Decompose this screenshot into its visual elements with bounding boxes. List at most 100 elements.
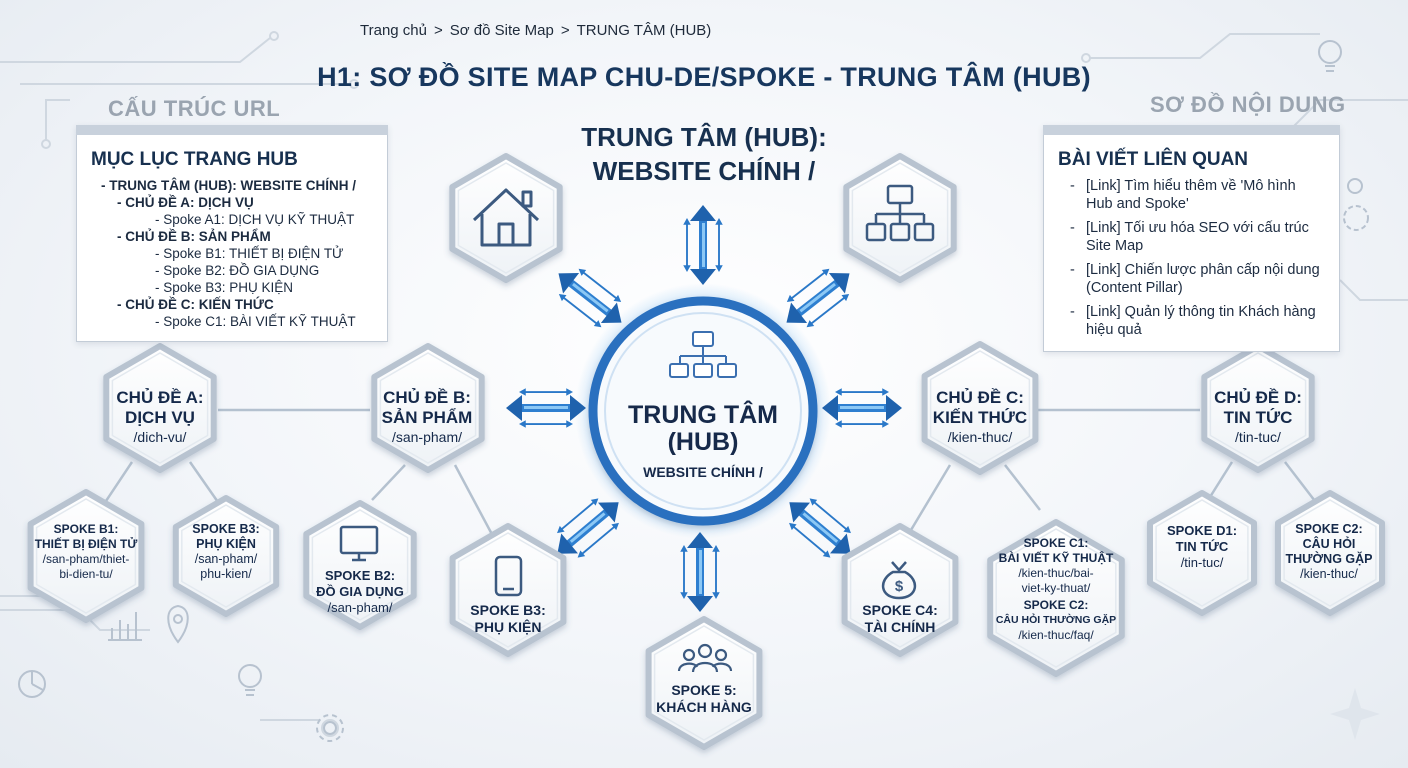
spoke-c1-c2-hex-inner-border	[995, 528, 1117, 668]
spoke-b2-label[interactable]: SPOKE B2: ĐỒ GIA DỤNG /san-pham/	[300, 568, 420, 616]
home-node-hex[interactable]	[449, 153, 563, 283]
spoke-5-name: KHÁCH HÀNG	[656, 699, 752, 715]
topic-d-title: CHỦ ĐỀ D:	[1214, 388, 1302, 407]
toc-item-topic-c[interactable]: - CHỦ ĐỀ C: KIẾN THỨC	[117, 297, 274, 312]
breadcrumb-sitemap[interactable]: Sơ đồ Site Map	[449, 22, 554, 39]
connector-lines	[98, 408, 1319, 541]
hub-label[interactable]: TRUNG TÂM (HUB) WEBSITE CHÍNH /	[598, 402, 808, 481]
spoke-b1-hex[interactable]	[27, 489, 145, 623]
hub-heading-line2: WEBSITE CHÍNH /	[592, 156, 816, 186]
topic-c-hex[interactable]	[921, 341, 1039, 475]
chart-icon	[108, 612, 142, 641]
toc-title: MỤC LỤC TRANG HUB	[91, 149, 298, 170]
house-icon	[472, 188, 540, 247]
spoke-b2-title: SPOKE B2:	[324, 568, 396, 583]
topic-c-hex-inner-border	[929, 350, 1031, 466]
spoke-c2-right-hex-inner-border	[1283, 499, 1377, 607]
content-map-title: SƠ ĐỒ NỘI DUNG	[1150, 92, 1346, 117]
spoke-5-label[interactable]: SPOKE 5: KHÁCH HÀNG	[642, 682, 766, 716]
spoke-c2-right-label[interactable]: SPOKE C2: CÂU HỎI THƯỜNG GẶP /kien-thuc/	[1272, 522, 1386, 582]
toc-item-spoke-a1[interactable]: - Spoke A1: DỊCH VỤ KỸ THUẬT	[155, 212, 355, 227]
related-link[interactable]: [Link] Tìm hiểu thêm về 'Mô hình Hub and…	[1070, 177, 1325, 213]
related-link[interactable]: [Link] Quản lý thông tin Khách hàng hiệu…	[1070, 303, 1325, 339]
spoke-b3-title: SPOKE B3:	[470, 602, 546, 618]
topic-c-label[interactable]: CHỦ ĐỀ C: KIẾN THỨC /kien-thuc/	[917, 388, 1043, 446]
topic-b-title: CHỦ ĐỀ B:	[383, 388, 471, 407]
spoke-b3-left-title: SPOKE B3:	[192, 522, 260, 536]
spoke-c1-url2: viet-ky-thuat/	[1021, 581, 1091, 595]
related-panel: BÀI VIẾT LIÊN QUAN [Link] Tìm hiểu thêm …	[1043, 125, 1340, 352]
spoke-c1-c2-label[interactable]: SPOKE C1: BÀI VIẾT KỸ THUẬT /kien-thuc/b…	[986, 536, 1126, 643]
spoke-d1-name: TIN TỨC	[1175, 539, 1229, 554]
spoke-c1-title: SPOKE C1:	[1023, 536, 1089, 550]
money-bag-icon: $	[882, 561, 916, 600]
breadcrumb: Trang chủ>Sơ đồ Site Map>TRUNG TÂM (HUB)	[360, 22, 711, 39]
spoke-5-hex[interactable]	[645, 616, 763, 750]
spoke-b1-hex-inner-border	[35, 498, 137, 614]
sitemap-icon	[865, 184, 935, 242]
spoke-b3-left-url2: phu-kien/	[200, 567, 252, 581]
spoke-c2-url: /kien-thuc/faq/	[1018, 628, 1094, 642]
topic-d-hex-inner-border	[1209, 352, 1307, 464]
spoke-c1-url1: /kien-thuc/bai-	[1018, 566, 1094, 580]
topic-a-name: DỊCH VỤ	[125, 408, 195, 427]
spoke-5-title: SPOKE 5:	[671, 682, 737, 698]
spoke-b1-url1: /san-pham/thiet-	[42, 552, 130, 566]
spoke-b3-left-hex[interactable]	[172, 495, 280, 617]
gear-icon	[1343, 205, 1369, 231]
toc-item-spoke-c1[interactable]: - Spoke C1: BÀI VIẾT KỸ THUẬT	[155, 314, 356, 329]
spoke-c2-right-title: SPOKE C2:	[1295, 522, 1363, 536]
spoke-c2-right-url: /kien-thuc/	[1300, 567, 1358, 581]
spoke-b3-hex-inner-border	[457, 532, 559, 648]
spoke-c2-right-name1: CÂU HỎI	[1302, 537, 1356, 551]
topic-d-name: TIN TỨC	[1223, 408, 1293, 427]
spoke-b3-label[interactable]: SPOKE B3: PHỤ KIỆN	[448, 602, 568, 636]
toc-item-hub[interactable]: - TRUNG TÂM (HUB): WEBSITE CHÍNH /	[101, 178, 356, 193]
svg-text:$: $	[895, 578, 904, 595]
breadcrumb-home[interactable]: Trang chủ	[360, 22, 427, 39]
spoke-c4-hex-inner-border	[849, 532, 951, 648]
spoke-b2-hex-inner-border	[311, 509, 409, 621]
topic-a-hex-inner-border	[111, 352, 209, 464]
spoke-b2-hex[interactable]	[303, 500, 417, 630]
spoke-c4-title: SPOKE C4:	[862, 602, 938, 618]
topic-a-label[interactable]: CHỦ ĐỀ A: DỊCH VỤ /dich-vu/	[100, 388, 220, 446]
toc-item-topic-a[interactable]: - CHỦ ĐỀ A: DỊCH VỤ	[117, 195, 254, 210]
page-title: H1: SƠ ĐỒ SITE MAP CHU-DE/SPOKE - TRUNG …	[317, 62, 1091, 92]
spoke-b3-left-label[interactable]: SPOKE B3: PHỤ KIỆN /san-pham/ phu-kien/	[168, 522, 284, 582]
people-icon	[677, 643, 733, 673]
spoke-b3-left-url1: /san-pham/	[194, 552, 258, 566]
topic-b-hex[interactable]	[371, 343, 485, 473]
spoke-c1-c2-hex[interactable]	[987, 519, 1125, 677]
topic-d-label[interactable]: CHỦ ĐỀ D: TIN TỨC /tin-tuc/	[1197, 388, 1319, 446]
spoke-c4-hex[interactable]	[841, 523, 959, 657]
hub-circle[interactable]	[588, 296, 818, 526]
topic-d-hex[interactable]	[1201, 343, 1315, 473]
related-link[interactable]: [Link] Tối ưu hóa SEO với cấu trúc Site …	[1070, 219, 1325, 255]
spoke-c4-name: TÀI CHÍNH	[864, 619, 936, 635]
hub-heading-line1: TRUNG TÂM (HUB):	[581, 122, 827, 152]
spoke-c2-right-hex[interactable]	[1275, 490, 1385, 616]
spoke-c4-label[interactable]: SPOKE C4: TÀI CHÍNH	[840, 602, 960, 636]
toc-item-topic-b[interactable]: - CHỦ ĐỀ B: SẢN PHẨM	[117, 229, 271, 244]
topic-a-title: CHỦ ĐỀ A:	[116, 388, 204, 407]
spoke-c2-right-name2: THƯỜNG GẶP	[1285, 552, 1373, 566]
topic-c-url: /kien-thuc/	[947, 429, 1013, 445]
spoke-c2-title: SPOKE C2:	[1023, 598, 1089, 612]
topic-a-url: /dich-vu/	[133, 429, 187, 445]
spoke-b3-name: PHỤ KIỆN	[474, 619, 542, 635]
spoke-d1-title: SPOKE D1:	[1166, 523, 1238, 538]
topic-b-label[interactable]: CHỦ ĐỀ B: SẢN PHẨM /san-pham/	[367, 388, 487, 446]
related-link[interactable]: [Link] Chiến lược phân cấp nội dung (Con…	[1070, 261, 1325, 297]
toc-item-spoke-b3[interactable]: - Spoke B3: PHỤ KIỆN	[155, 280, 294, 295]
toc-item-spoke-b2[interactable]: - Spoke B2: ĐỒ GIA DỤNG	[155, 263, 320, 278]
spoke-b1-label[interactable]: SPOKE B1: THIẾT BỊ ĐIỆN TỬ /san-pham/thi…	[26, 522, 146, 582]
related-list: [Link] Tìm hiểu thêm về 'Mô hình Hub and…	[1044, 177, 1339, 339]
topic-a-hex[interactable]	[103, 343, 217, 473]
spoke-d1-hex[interactable]	[1147, 490, 1257, 616]
topic-b-hex-inner-border	[379, 352, 477, 464]
breadcrumb-separator: >	[560, 22, 570, 39]
spoke-d1-label[interactable]: SPOKE D1: TIN TỨC /tin-tuc/	[1146, 523, 1258, 571]
toc-item-spoke-b1[interactable]: - Spoke B1: THIẾT BỊ ĐIỆN TỬ	[155, 246, 344, 261]
